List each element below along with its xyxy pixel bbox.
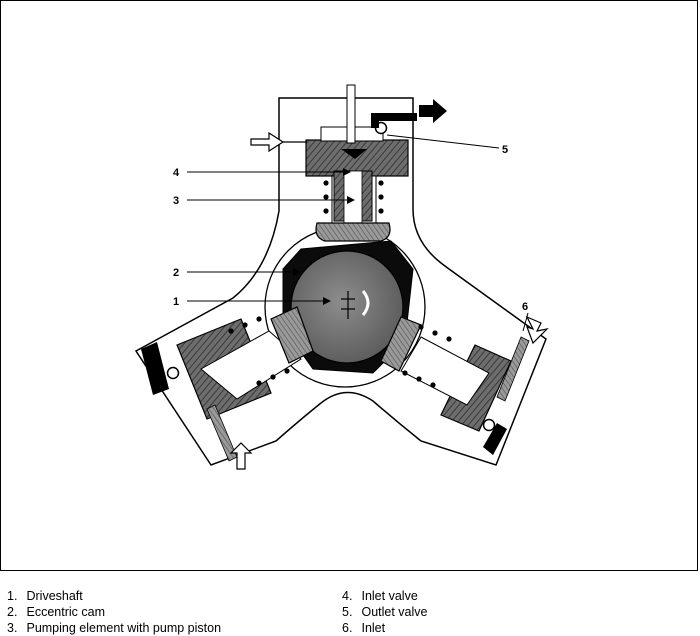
callout-2: 2 <box>173 267 179 279</box>
legend-column-left: 1. Driveshaft 2. Eccentric cam 3. Pumpin… <box>7 588 221 636</box>
legend: 1. Driveshaft 2. Eccentric cam 3. Pumpin… <box>0 588 700 636</box>
legend-item: 5. Outlet valve <box>342 605 428 619</box>
radial-piston-pump-diagram: 4 3 2 1 5 6 <box>134 84 549 470</box>
legend-item: 1. Driveshaft <box>7 589 83 603</box>
legend-item: 4. Inlet valve <box>342 589 418 603</box>
callout-4: 4 <box>173 167 180 179</box>
driveshaft <box>290 250 404 364</box>
pumping-element-right <box>380 315 549 455</box>
legend-item: 2. Eccentric cam <box>7 605 105 619</box>
pumping-element-left <box>141 306 314 470</box>
callout-5: 5 <box>502 144 508 156</box>
callout-1: 1 <box>173 296 179 308</box>
diagram-frame: 4 3 2 1 5 6 <box>0 0 698 571</box>
legend-column-right: 4. Inlet valve 5. Outlet valve 6. Inlet <box>342 588 428 636</box>
legend-item: 3. Pumping element with pump piston <box>7 621 222 635</box>
callout-3: 3 <box>173 195 179 207</box>
pumping-element-top <box>250 84 447 242</box>
callout-6: 6 <box>522 301 528 313</box>
legend-item: 6. Inlet <box>342 621 386 635</box>
